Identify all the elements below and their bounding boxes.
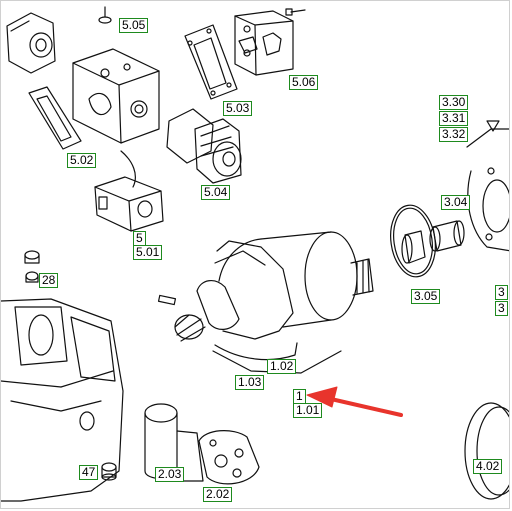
part-label-1-03: 1.03: [235, 375, 265, 390]
connector-box-part: [94, 176, 164, 232]
manifold-block-part: [72, 48, 160, 144]
part-label-2-02: 2.02: [203, 487, 233, 502]
part-label-28: 28: [39, 273, 59, 288]
part-label-3-edge-a: 3: [495, 285, 508, 300]
part-label-3-30: 3.30: [439, 95, 469, 110]
part-label-1-01: 1.01: [293, 403, 323, 418]
gasket-plate-part: [184, 24, 238, 100]
part-label-5-01: 5.01: [133, 245, 163, 260]
part-label-5-06: 5.06: [289, 75, 319, 90]
gasket-left-part: [28, 86, 82, 150]
end-cover-part: [466, 120, 509, 252]
sleeve-part: [401, 220, 465, 264]
part-label-3-edge-b: 3: [495, 301, 508, 316]
plug-part: [24, 250, 40, 283]
oring-part: [98, 6, 112, 24]
solenoid-cartridge-part: [166, 108, 242, 184]
part-label-5-05: 5.05: [119, 18, 149, 33]
part-label-3-04: 3.04: [441, 195, 471, 210]
part-label-1: 1: [293, 389, 306, 404]
part-label-3-32: 3.32: [439, 127, 469, 142]
main-housing-part: [1, 298, 124, 502]
gear-pump-part: [198, 430, 260, 485]
part-label-4-02: 4.02: [473, 459, 503, 474]
part-label-1-02: 1.02: [267, 359, 297, 374]
pump-assembly-part: [157, 231, 374, 361]
fitting-part: [101, 462, 117, 481]
small-screw-part: [285, 8, 306, 16]
wire-lead: [120, 150, 136, 188]
part-label-5-04: 5.04: [201, 185, 231, 200]
coil-part: [6, 12, 56, 74]
part-label-47: 47: [79, 465, 99, 480]
part-label-5-03: 5.03: [223, 101, 253, 116]
part-label-5-02: 5.02: [67, 153, 97, 168]
disc-part: [390, 204, 436, 278]
seal-ring-part: [464, 402, 509, 500]
part-label-3-05: 3.05: [411, 289, 441, 304]
pointer-arrow: [306, 386, 403, 417]
part-label-2-03: 2.03: [155, 467, 185, 482]
part-label-3-31: 3.31: [439, 111, 469, 126]
part-label-5: 5: [133, 231, 146, 246]
valve-block-part: [234, 10, 294, 76]
